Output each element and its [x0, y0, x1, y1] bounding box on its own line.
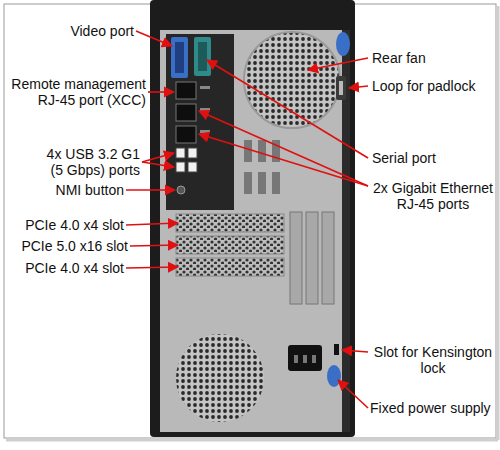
- callout-label: PCIe 4.0 x4 slot: [8, 217, 124, 233]
- callout-label: Serial port: [372, 150, 482, 166]
- callout-label: Slot for Kensington lock: [370, 344, 496, 376]
- callout-label: Remote management RJ-45 port (XCC): [4, 76, 146, 108]
- callout-label: 4x USB 3.2 G1 (5 Gbps) ports: [34, 146, 140, 178]
- callout-label: Video port: [40, 23, 134, 39]
- leader-lines: [126, 31, 368, 408]
- callout-label: Fixed power supply: [370, 400, 496, 416]
- callout-label: Rear fan: [372, 50, 482, 66]
- callout-label: 2x Gigabit Ethernet RJ-45 ports: [370, 180, 496, 212]
- callout-label: Loop for padlock: [372, 78, 492, 94]
- callout-label: NMI button: [30, 182, 124, 198]
- callout-label: PCIe 4.0 x4 slot: [8, 260, 124, 276]
- callout-label: PCIe 5.0 x16 slot: [8, 238, 128, 254]
